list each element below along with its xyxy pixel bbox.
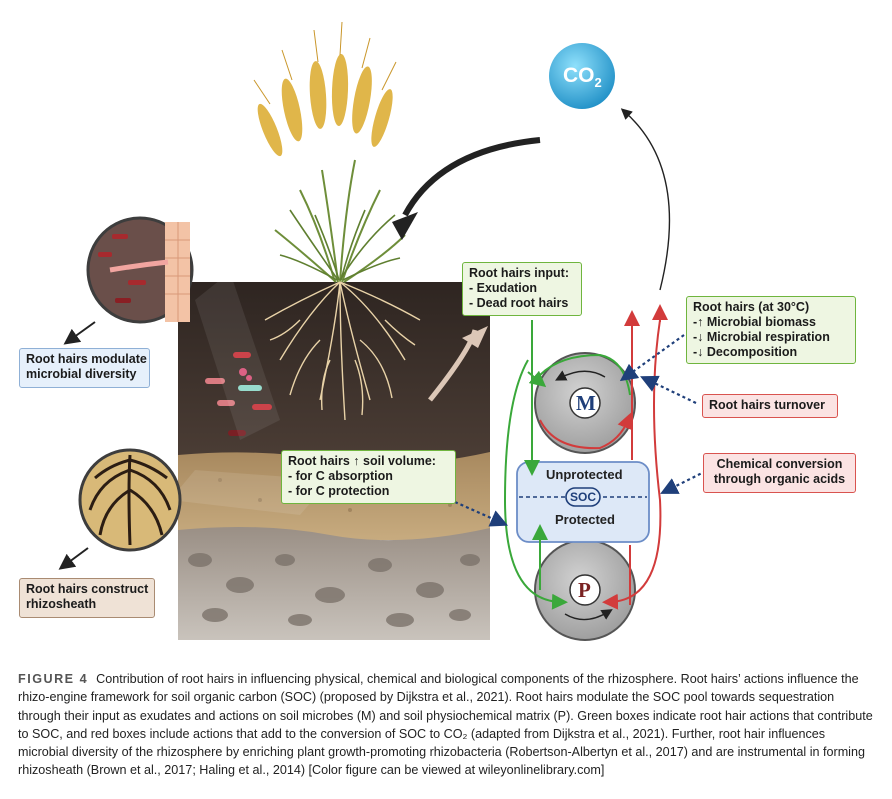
co2-release-arrow (620, 108, 671, 291)
co2-bubble (549, 43, 615, 109)
microbe-disc-center (569, 387, 601, 419)
soc-label: SOC (570, 490, 597, 504)
microbial-diversity-box: Root hairs modulate microbial diversity (19, 348, 150, 388)
co2-subscript: 2 (594, 75, 602, 90)
zoom-circle-microbes (86, 216, 194, 324)
co2-label: CO2 (563, 64, 602, 90)
turnover-box: Root hairs turnover (702, 394, 838, 418)
red-flows (539, 304, 668, 610)
input-box: Root hairs input: - Exudation - Dead roo… (462, 262, 582, 316)
soc-pill (565, 487, 601, 507)
plant-roots (264, 281, 421, 421)
microbe-label: M (576, 391, 596, 415)
navy-dotted-arrows (454, 334, 707, 527)
soil-volume-box: Root hairs ↑ soil volume: - for C absorp… (281, 450, 456, 504)
green-flows (503, 320, 631, 610)
unprotected-label: Unprotected (546, 467, 623, 482)
figure-label: FIGURE 4 (18, 672, 89, 686)
soil-profile (170, 272, 490, 640)
thirty-c-box: Root hairs (at 30°C) -↑ Microbial biomas… (686, 296, 856, 364)
zoom-circle-rhizosheath (78, 448, 182, 552)
protected-label: Protected (555, 512, 615, 527)
rhizosheath-box: Root hairs construct rhizosheath (19, 578, 155, 618)
co2-main: CO (563, 64, 595, 87)
matrix-rotation-arrow (564, 609, 613, 621)
exudation-arrowhead (462, 326, 488, 348)
microbe-rotation-arrow (555, 370, 606, 381)
wheat-plant (253, 21, 406, 283)
arrow-to-rhizosheath-box (58, 547, 89, 570)
soil-bacteria (205, 352, 272, 436)
caption-text: Contribution of root hairs in influencin… (18, 672, 873, 778)
co2-uptake-arrow (402, 137, 541, 217)
figure-area: CO2 M P Unprotected SOC Protected Root h… (19, 21, 856, 641)
co2-uptake-arrowhead (392, 212, 418, 240)
matrix-label: P (578, 578, 591, 602)
arrow-to-diversity-box (63, 321, 96, 345)
matrix-disc-center (569, 574, 601, 606)
chemical-conversion-box: Chemical conversion through organic acid… (703, 453, 856, 493)
figure-illustration (58, 21, 707, 641)
